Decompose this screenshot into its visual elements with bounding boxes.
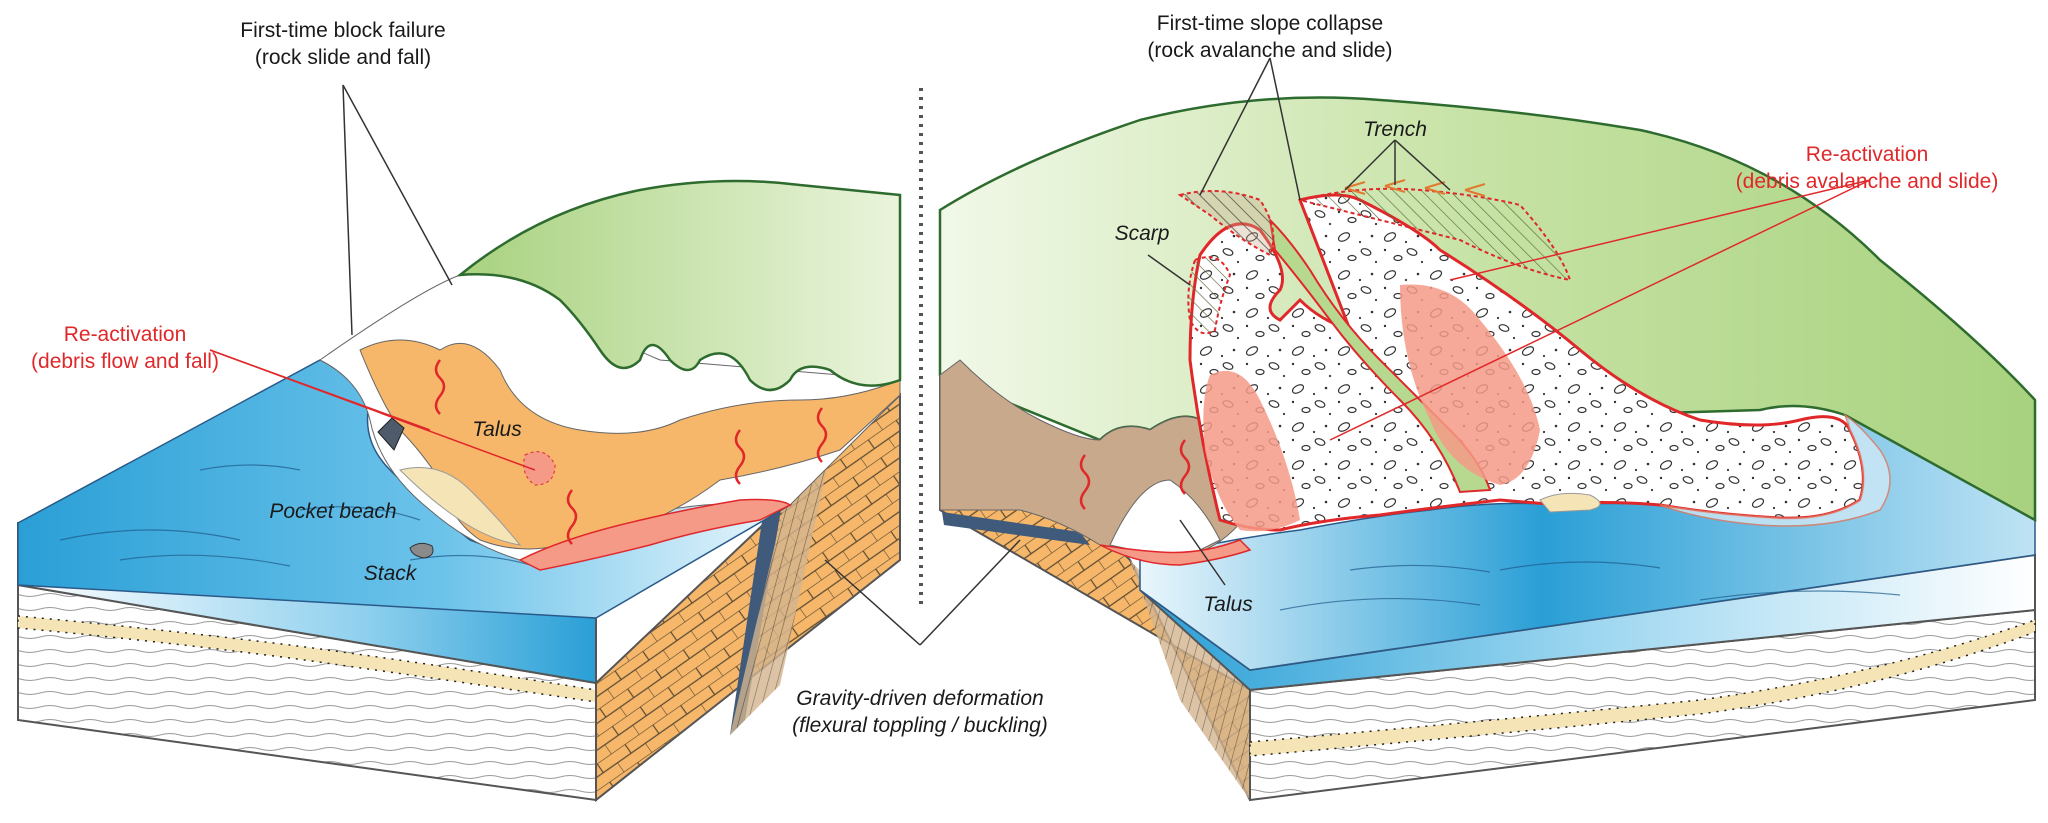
reactivation-left-sub: (debris flow and fall) bbox=[31, 350, 219, 373]
flow-arrow-icon bbox=[434, 359, 446, 415]
right-block bbox=[938, 96, 2037, 802]
right-dyke bbox=[942, 512, 1090, 545]
right-scarp-hatch-3 bbox=[1299, 187, 1572, 282]
left-stack bbox=[409, 542, 434, 559]
flow-arrow-icon bbox=[1179, 439, 1191, 495]
flow-arrow-icon bbox=[566, 489, 578, 545]
scarp-label: Scarp bbox=[1115, 222, 1170, 245]
flow-arrow-icon bbox=[816, 407, 828, 463]
right-white-rock bbox=[1109, 479, 1221, 561]
block-failure-title: First-time block failure bbox=[240, 19, 445, 42]
left-rock-spire bbox=[377, 417, 405, 451]
reactivation-right-title: Re-activation bbox=[1806, 143, 1929, 166]
right-debris-lobe-1 bbox=[1203, 370, 1300, 532]
trench-label: Trench bbox=[1363, 118, 1427, 141]
right-submerged-debris bbox=[1659, 413, 1891, 527]
leader-lines bbox=[342, 57, 1451, 646]
flow-arrow-icon bbox=[1079, 454, 1091, 510]
right-sand-layer bbox=[1249, 618, 2036, 757]
slope-collapse-sub: (rock avalanche and slide) bbox=[1147, 39, 1392, 62]
left-sea-ripples bbox=[59, 464, 541, 569]
block-failure-sub: (rock slide and fall) bbox=[255, 46, 431, 69]
gravity-title: Gravity-driven deformation bbox=[796, 687, 1043, 710]
right-debris-zone bbox=[1188, 193, 1865, 532]
red-leader-lines bbox=[209, 179, 1871, 471]
right-scarp-hatch-1 bbox=[1177, 190, 1275, 257]
flow-arrow-icon bbox=[734, 429, 746, 485]
reactivation-left-title: Re-activation bbox=[64, 323, 187, 346]
right-sea-ripples bbox=[1279, 561, 1901, 611]
left-pocket-beach bbox=[399, 467, 522, 546]
left-fold-face bbox=[730, 455, 830, 735]
talus-left-label: Talus bbox=[472, 418, 522, 441]
pocket-beach-label: Pocket beach bbox=[269, 500, 396, 523]
stack-label: Stack bbox=[364, 562, 418, 585]
right-scarp-hatch-2 bbox=[1187, 256, 1232, 335]
left-sand-layer bbox=[17, 615, 597, 703]
left-block bbox=[17, 179, 902, 803]
reactivation-right-sub: (debris avalanche and slide) bbox=[1736, 170, 1999, 193]
right-debris-lobe-2 bbox=[1400, 284, 1540, 485]
right-fold-face bbox=[1130, 560, 1250, 800]
gravity-sub: (flexural toppling / buckling) bbox=[792, 714, 1048, 737]
left-dyke bbox=[730, 504, 782, 735]
left-vegetation bbox=[456, 179, 902, 392]
right-flow-arrows bbox=[1079, 439, 1191, 510]
right-beach bbox=[1539, 492, 1601, 513]
left-debris-pink bbox=[523, 451, 556, 486]
left-talus-deposit bbox=[518, 498, 792, 571]
right-talus-deposit bbox=[1099, 539, 1252, 566]
slope-collapse-title: First-time slope collapse bbox=[1157, 12, 1383, 35]
talus-right-label: Talus bbox=[1203, 593, 1253, 616]
left-flow-arrows bbox=[434, 359, 828, 545]
